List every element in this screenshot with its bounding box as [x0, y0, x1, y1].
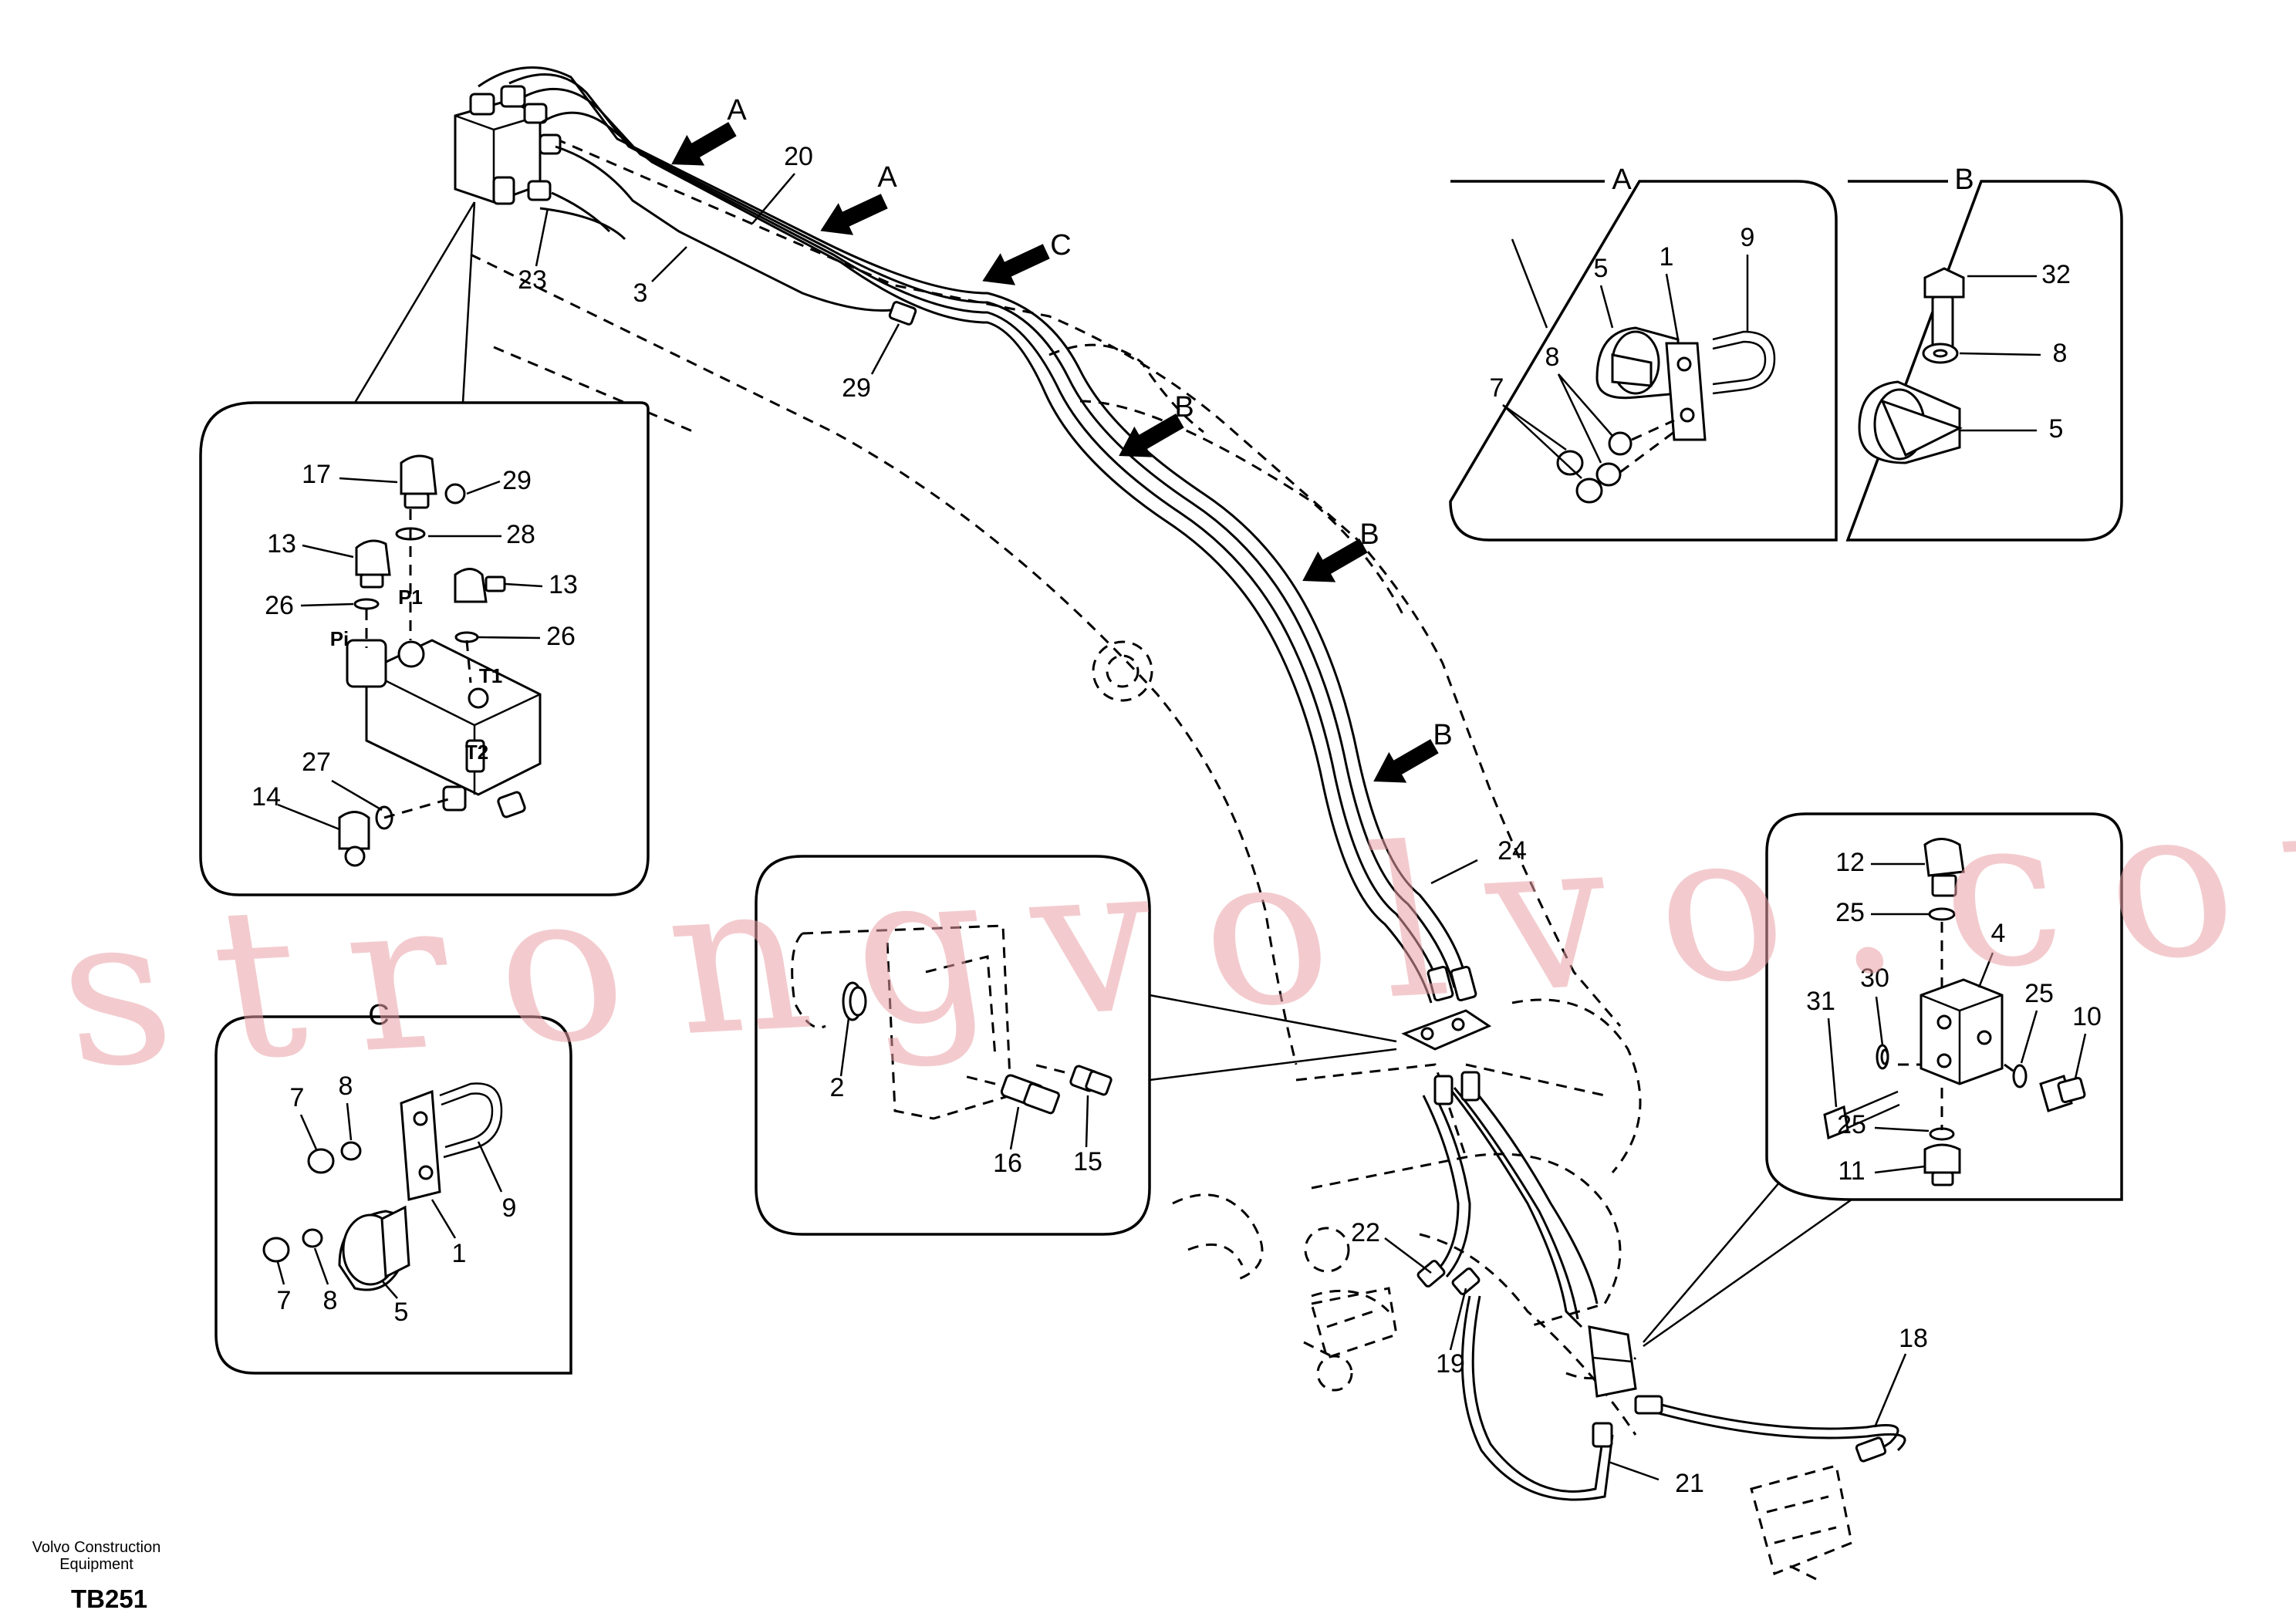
- callout-24: 24: [1497, 836, 1527, 866]
- arrow-a-2: [820, 194, 888, 235]
- view-c-callout-9: 9: [502, 1193, 517, 1223]
- view-c-box: C 7 8 9 1 7 8 5: [214, 999, 572, 1375]
- valve-callout-14: 14: [252, 782, 281, 812]
- detail-mount-box: 2 16 15: [755, 855, 1397, 1236]
- view-b-callout-32: 32: [2041, 260, 2071, 289]
- block-callout-10: 10: [2072, 1002, 2102, 1031]
- block-callout-30: 30: [1860, 964, 1889, 993]
- hose-bundle: [478, 66, 1906, 1501]
- block-callout-11: 11: [1838, 1156, 1865, 1186]
- view-a-callout-9: 9: [1741, 223, 1755, 252]
- block-callout-4: 4: [1991, 919, 2006, 948]
- view-a-callout-8: 8: [1545, 343, 1560, 372]
- block-callout-25-right: 25: [2024, 979, 2054, 1008]
- mount-callout-2: 2: [830, 1073, 845, 1102]
- mount-callout-16: 16: [993, 1149, 1022, 1178]
- arrow-b-3: [1373, 739, 1439, 783]
- view-b-box: B 32 8 5: [1845, 164, 2123, 542]
- view-b-callout-5: 5: [2049, 414, 2064, 444]
- view-arrows: A A C B B B: [671, 94, 1453, 783]
- arrow-label-b-1: B: [1174, 391, 1194, 424]
- view-a-callout-1: 1: [1660, 242, 1674, 272]
- block-callout-25-top: 25: [1835, 898, 1865, 927]
- valve-callout-13-right: 13: [549, 570, 578, 599]
- valve-callout-29: 29: [502, 466, 532, 495]
- view-c-callout-7-bottom: 7: [277, 1286, 292, 1315]
- block-callout-12: 12: [1835, 848, 1865, 877]
- view-a-callout-5: 5: [1594, 254, 1609, 283]
- callout-19: 19: [1436, 1349, 1465, 1379]
- valve-callout-26-right: 26: [546, 622, 576, 651]
- footer-company: Volvo Construction Equipment: [32, 1539, 161, 1573]
- block-callout-25-bottom: 25: [1837, 1110, 1866, 1139]
- port-p1: P1: [398, 586, 423, 609]
- arrow-c: [982, 244, 1050, 285]
- arrow-b-1: [1119, 413, 1184, 457]
- boom-outline: [470, 137, 1642, 1436]
- lower-clamp: [1401, 1009, 1492, 1051]
- view-c-callout-5: 5: [394, 1298, 409, 1327]
- view-c-callout-7-top: 7: [290, 1083, 305, 1112]
- view-b-callout-8: 8: [2053, 339, 2068, 368]
- valve-callout-28: 28: [506, 520, 535, 549]
- arrow-label-c: C: [1050, 229, 1071, 262]
- footer-code: TB251: [71, 1585, 148, 1613]
- port-t2: T2: [465, 741, 488, 764]
- view-a-callout-7: 7: [1490, 373, 1504, 403]
- valve-callout-27: 27: [302, 748, 331, 777]
- arrow-b-2: [1302, 538, 1368, 582]
- callout-18: 18: [1899, 1324, 1928, 1353]
- port-t1: T1: [479, 664, 502, 687]
- view-c-title: C: [368, 999, 389, 1031]
- valve-callout-17: 17: [302, 460, 331, 489]
- block-callout-31: 31: [1806, 987, 1835, 1016]
- valve-callout-13-left: 13: [267, 529, 296, 559]
- callout-29: 29: [842, 373, 871, 403]
- arrow-label-b-2: B: [1359, 518, 1379, 551]
- control-valve-main: [454, 85, 562, 205]
- valve-callout-26-left: 26: [265, 591, 294, 620]
- arrow-label-a-1: A: [727, 94, 747, 127]
- detail-valve-box: P1 Pi T1 T2 17 29 28 13 13 26 26 27 14: [199, 201, 650, 896]
- view-c-callout-8-bottom: 8: [323, 1286, 338, 1315]
- port-pi: Pi: [330, 627, 349, 650]
- callout-3: 3: [633, 278, 648, 308]
- view-c-callout-8-top: 8: [339, 1072, 353, 1101]
- arrow-label-b-3: B: [1433, 719, 1452, 751]
- callout-22: 22: [1351, 1218, 1380, 1247]
- view-c-callout-1: 1: [452, 1239, 467, 1268]
- callout-21: 21: [1675, 1469, 1704, 1498]
- main-callouts: 20 3 23 29 24 22 19 21 18: [518, 142, 1928, 1498]
- callout-23: 23: [518, 265, 547, 295]
- view-a-title: A: [1612, 164, 1632, 196]
- arrow-label-a-2: A: [877, 161, 897, 194]
- lower-valve-clusters: [1303, 1287, 1853, 1583]
- mount-callout-15: 15: [1073, 1147, 1102, 1176]
- callout-20: 20: [784, 142, 813, 171]
- detail-block-box: 12 25 4 31 30 25 10 25 11: [1643, 812, 2123, 1348]
- view-b-title: B: [1954, 164, 1974, 196]
- view-a-box: A 5 1 9 7 8: [1449, 164, 1838, 542]
- arrow-a-1: [671, 122, 737, 166]
